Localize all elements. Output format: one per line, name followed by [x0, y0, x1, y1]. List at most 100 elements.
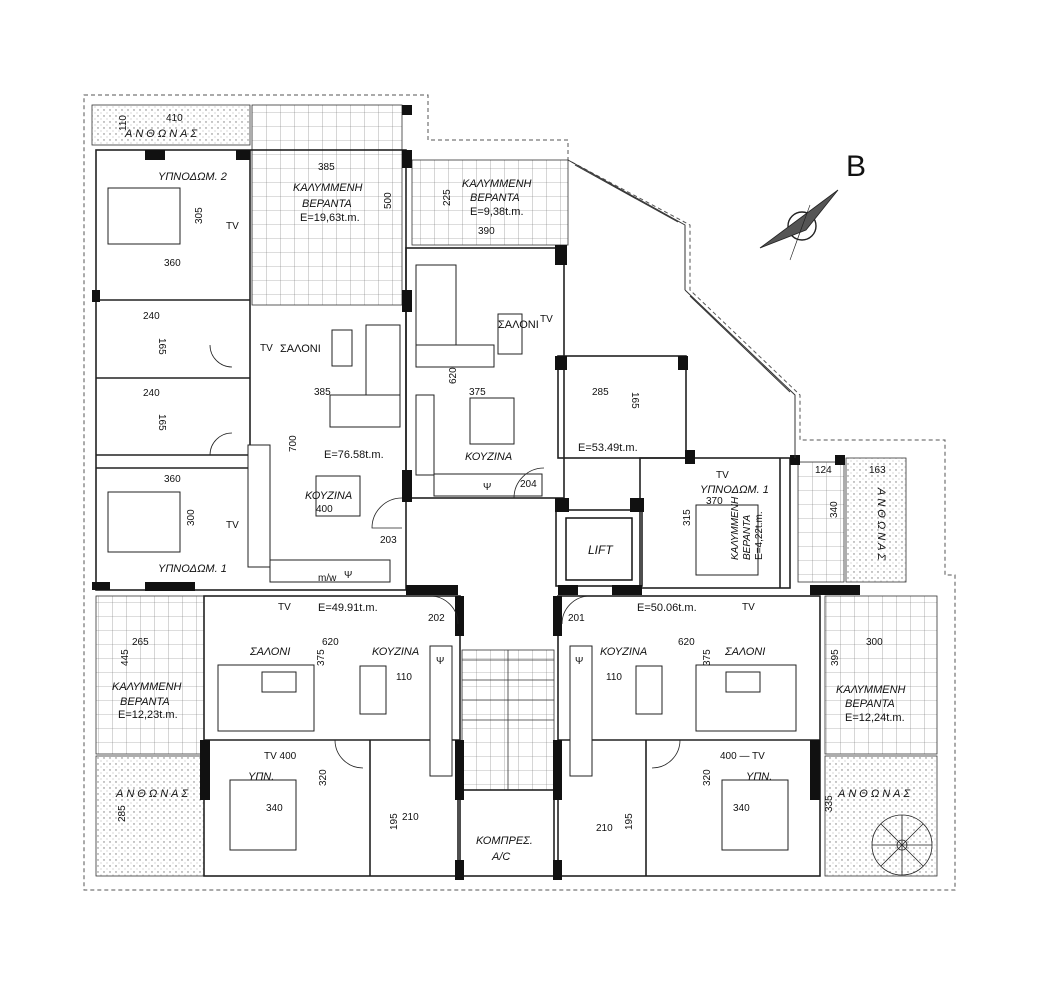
svg-text:410: 410: [166, 113, 183, 124]
svg-text:335: 335: [824, 795, 835, 812]
veranda-19-subtitle: ΒΕΡΑΝΤΑ: [302, 198, 352, 210]
area-c-label: E=49.91t.m.: [318, 602, 378, 614]
veranda-19-area: E=19,63t.m.: [300, 212, 360, 224]
svg-text:285: 285: [117, 805, 128, 822]
kouzina-a-label: ΚΟΥΖΙΝΑ: [305, 490, 352, 502]
svg-text:700: 700: [288, 435, 299, 452]
veranda-12-right: [824, 595, 938, 755]
svg-text:315: 315: [682, 509, 693, 526]
veranda-9-subtitle: ΒΕΡΑΝΤΑ: [470, 192, 520, 204]
kouzina-c-label: ΚΟΥΖΙΝΑ: [372, 646, 419, 658]
svg-text:163: 163: [869, 465, 886, 476]
svg-text:340: 340: [829, 501, 840, 518]
svg-text:375: 375: [702, 649, 713, 666]
tv-ypn-left: TV 400: [264, 751, 297, 762]
bedroom-1-left-label: ΥΠΝΟΔΩΜ. 1: [158, 563, 227, 575]
svg-text:240: 240: [143, 388, 160, 399]
svg-text:265: 265: [132, 637, 149, 648]
veranda-12r-subtitle: ΒΕΡΑΝΤΑ: [845, 698, 895, 710]
svg-text:320: 320: [318, 769, 329, 786]
dimension-labels: 410 110 385 305 500 225 390 360 240 165 …: [117, 113, 886, 834]
svg-text:620: 620: [448, 367, 459, 384]
veranda-4-area: E=4,22t.m.: [754, 511, 765, 560]
flower-bed-br-label: ΑΝΘΩΝΑΣ: [837, 788, 913, 800]
flower-bed-right-label: ΑΝΘΩΝΑΣ: [875, 487, 887, 563]
svg-text:320: 320: [702, 769, 713, 786]
tv-bed2: TV: [226, 221, 239, 232]
psi-d: Ψ: [575, 656, 583, 667]
furniture: [107, 187, 797, 851]
veranda-9-area: E=9,38t.m.: [470, 206, 524, 218]
apt-201-label: 201: [568, 613, 585, 624]
flower-bed-top: [91, 104, 251, 146]
veranda-12l-subtitle: ΒΕΡΑΝΤΑ: [120, 696, 170, 708]
svg-text:110: 110: [118, 115, 129, 131]
psi-c: Ψ: [436, 656, 444, 667]
flower-bed-right: [845, 457, 907, 583]
tv-bed1-right: TV: [716, 470, 729, 481]
svg-text:305: 305: [194, 207, 205, 224]
tv-saloni-d: TV: [742, 602, 755, 613]
svg-text:370: 370: [706, 496, 723, 507]
stair-steps: [462, 650, 554, 790]
svg-text:210: 210: [596, 823, 613, 834]
svg-text:285: 285: [592, 387, 609, 398]
svg-text:124: 124: [815, 465, 832, 476]
apt-202-label: 202: [428, 613, 445, 624]
veranda-12-left: [95, 595, 205, 755]
veranda-12l-title: ΚΑΛΥΜΜΕΝΗ: [112, 681, 182, 693]
tv-saloni-b: TV: [540, 314, 553, 325]
lift-shaft: [565, 517, 633, 581]
kouzina-b-label: ΚΟΥΖΙΝΑ: [465, 451, 512, 463]
svg-text:385: 385: [318, 162, 335, 173]
svg-text:110: 110: [606, 672, 622, 683]
svg-text:165: 165: [156, 414, 167, 431]
microwave-label: m/w: [318, 573, 337, 584]
compressor-label-2: A/C: [491, 851, 510, 863]
apt-203-label: 203: [380, 535, 397, 546]
bedroom-1-right-label: ΥΠΝΟΔΩΜ. 1: [700, 484, 769, 496]
columns: [92, 105, 860, 880]
veranda-4: [797, 461, 845, 583]
saloni-b-label: ΣΑΛΟΝΙ: [498, 319, 539, 331]
flower-bed-bl: [95, 755, 205, 877]
bedroom-2-label: ΥΠΝΟΔΩΜ. 2: [158, 171, 227, 183]
area-d-label: E=50.06t.m.: [637, 602, 697, 614]
svg-text:385: 385: [314, 387, 331, 398]
svg-text:195: 195: [624, 813, 635, 830]
svg-text:400: 400: [316, 504, 333, 515]
svg-text:360: 360: [164, 474, 181, 485]
apt-204-label: 204: [520, 479, 537, 490]
flower-bed-top-label: ΑΝΘΩΝΑΣ: [124, 128, 200, 140]
svg-text:390: 390: [478, 226, 495, 237]
veranda-9-title: ΚΑΛΥΜΜΕΝΗ: [462, 178, 532, 190]
veranda-9: [411, 159, 569, 246]
svg-text:165: 165: [629, 392, 640, 409]
svg-text:375: 375: [316, 649, 327, 666]
svg-text:210: 210: [402, 812, 419, 823]
veranda-4-subtitle: ΒΕΡΑΝΤΑ: [742, 514, 753, 560]
bedroom-ypn-left: ΥΠΝ.: [248, 771, 274, 783]
svg-text:300: 300: [186, 509, 197, 526]
svg-text:300: 300: [866, 637, 883, 648]
area-a-label: E=76.58t.m.: [324, 449, 384, 461]
svg-text:375: 375: [469, 387, 486, 398]
svg-text:500: 500: [383, 192, 394, 209]
flower-bed-br: [824, 755, 938, 877]
svg-text:195: 195: [389, 813, 400, 830]
kouzina-d-label: ΚΟΥΖΙΝΑ: [600, 646, 647, 658]
veranda-4-title: ΚΑΛΥΜΜΕΝΗ: [730, 496, 741, 560]
saloni-a-label: ΣΑΛΟΝΙ: [280, 343, 321, 355]
saloni-c-label: ΣΑΛΟΝΙ: [249, 646, 290, 658]
compressor-label-1: ΚΟΜΠΡΕΣ.: [476, 835, 533, 847]
lift-label: LIFT: [588, 543, 614, 557]
svg-text:340: 340: [733, 803, 750, 814]
walls: [95, 149, 821, 877]
svg-text:165: 165: [156, 338, 167, 355]
tv-saloni-a: TV: [260, 343, 273, 354]
svg-text:110: 110: [396, 672, 412, 683]
svg-text:360: 360: [164, 258, 181, 269]
svg-text:395: 395: [830, 649, 841, 666]
svg-text:620: 620: [678, 637, 695, 648]
door-swings: [209, 344, 681, 769]
